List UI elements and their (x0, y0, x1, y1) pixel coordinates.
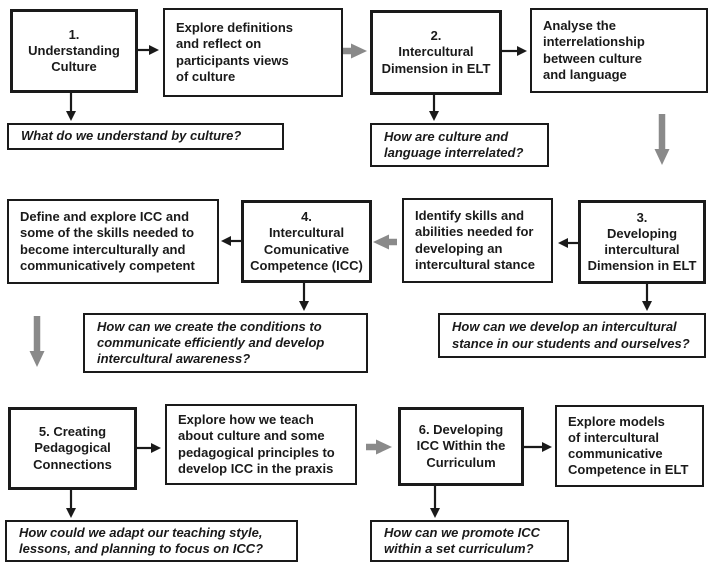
step-5-box: 5. Creating Pedagogical Connections (8, 407, 137, 490)
step-2-box: 2. Intercultural Dimension in ELT (370, 10, 502, 95)
step-4-question-box: How can we create the conditions to comm… (83, 313, 368, 373)
step-6-box: 6. Developing ICC Within the Curriculum (398, 407, 524, 486)
step-1-activity-box: Explore definitions and reflect on parti… (163, 8, 343, 97)
step-6-activity-box: Explore models of intercultural communic… (555, 405, 704, 487)
step-3-activity-box: Identify skills and abilities needed for… (402, 198, 553, 283)
step-1-box: 1. Understanding Culture (10, 9, 138, 93)
step-6-question-box: How can we promote ICC within a set curr… (370, 520, 569, 562)
step-4-box: 4. Intercultural Comunicative Competence… (241, 200, 372, 283)
step-2-activity-box: Analyse the interrelationship between cu… (530, 8, 708, 93)
step-3-box: 3. Developing intercultural Dimension in… (578, 200, 706, 284)
step-5-question-box: How could we adapt our teaching style, l… (5, 520, 298, 562)
step-5-activity-box: Explore how we teach about culture and s… (165, 404, 357, 485)
step-2-question-box: How are culture and language interrelate… (370, 123, 549, 167)
step-3-question-box: How can we develop an intercultural stan… (438, 313, 706, 358)
step-1-question-box: What do we understand by culture? (7, 123, 284, 150)
step-4-activity-box: Define and explore ICC and some of the s… (7, 199, 219, 284)
